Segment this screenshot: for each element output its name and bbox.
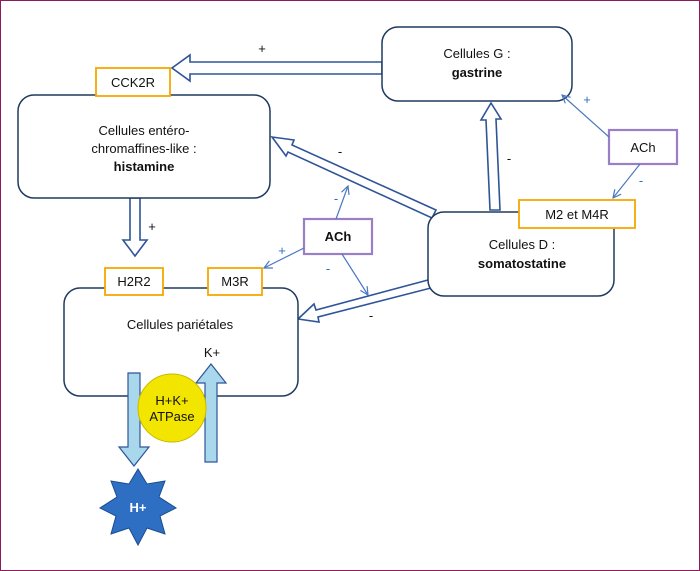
h-k-atpase-pump — [137, 373, 207, 443]
h2r2-label: H2R2 — [117, 274, 150, 289]
ecl-label-line1: Cellules entéro- — [98, 123, 189, 138]
sign-ach-up: - — [334, 191, 338, 206]
m3r-label: M3R — [221, 274, 248, 289]
sign-somatostatine-to-gastrine: - — [507, 151, 511, 166]
cellules-g-box — [381, 26, 573, 102]
pump-label-line1: H+K+ — [155, 393, 188, 408]
cellules-d-hormone: somatostatine — [478, 256, 566, 271]
cellules-d-label: Cellules D : — [489, 237, 555, 252]
parietal-cell-label: Cellules pariétales — [127, 317, 234, 332]
cck2r-label: CCK2R — [111, 75, 155, 90]
m2-m4r-label: M2 et M4R — [545, 207, 609, 222]
arrow-ach-to-ecl — [335, 186, 348, 220]
arrow-somatostatine-to-gastrine — [479, 101, 503, 211]
sign-ach-down: - — [326, 261, 330, 276]
h-plus-label: H+ — [130, 500, 147, 515]
k-plus-label: K+ — [204, 345, 220, 360]
h-plus-starburst-icon — [98, 468, 178, 547]
arrow-h-plus-out — [117, 372, 151, 467]
arrow-ach-to-m3r — [264, 247, 305, 268]
sign-ach-right-up: + — [583, 92, 591, 107]
arrow-ach-to-gastrine — [562, 95, 610, 138]
arrow-gastrine-to-cck2r — [170, 53, 383, 83]
arrow-k-plus-in — [194, 363, 228, 463]
arrow-ach-to-m2-m4r — [613, 163, 641, 198]
h2r2-receptor-box — [104, 267, 164, 296]
ecl-label-line2: chromaffines-like : — [91, 141, 196, 156]
pump-label-line2: ATPase — [149, 409, 194, 424]
ach-right-box — [607, 128, 679, 166]
arrow-histamine-to-h2r2 — [121, 197, 149, 258]
cellules-g-hormone: gastrine — [452, 65, 503, 80]
arrow-somatostatine-to-parietales — [296, 279, 433, 323]
sign-ach-left: + — [278, 243, 286, 258]
ach-central-box — [302, 217, 374, 256]
sign-histamine-to-h2r2: + — [148, 219, 156, 234]
m2-m4r-receptor-box — [518, 199, 636, 229]
ach-right-label: ACh — [630, 140, 655, 155]
sign-ach-right-down: - — [639, 173, 643, 188]
sign-gastrine-to-cck2r: + — [258, 41, 266, 56]
cellules-g-label: Cellules G : — [443, 46, 510, 61]
arrow-ach-to-somatostatine — [341, 253, 368, 295]
ach-central-label: ACh — [325, 229, 352, 244]
arrow-somatostatine-to-ecl — [270, 135, 438, 220]
cck2r-receptor-box — [95, 67, 171, 97]
m3r-receptor-box — [207, 267, 263, 296]
ecl-hormone: histamine — [114, 159, 175, 174]
sign-somatostatine-to-ecl: - — [338, 144, 342, 159]
sign-somatostatine-to-parietales: - — [369, 308, 373, 323]
